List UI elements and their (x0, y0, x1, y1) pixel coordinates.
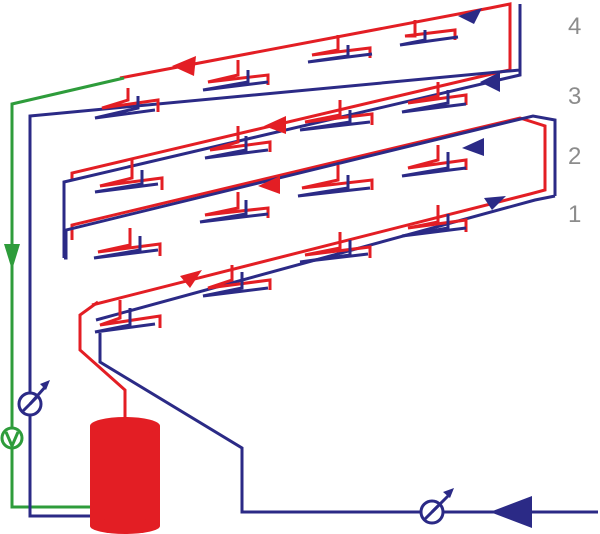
flow-arrow-icon (264, 116, 286, 134)
fixture-branches (93, 20, 468, 334)
supply-floor-1 (70, 116, 547, 307)
floor-label-3: 3 (568, 83, 581, 110)
flow-arrow-icon (4, 244, 20, 270)
return-floor-1-riser (64, 114, 557, 260)
valves (0, 380, 454, 525)
flow-arrow-icon (490, 496, 532, 528)
floor-label-2: 2 (568, 143, 581, 170)
circulation-pump-icon (0, 426, 24, 450)
flow-arrow-icon (462, 138, 484, 156)
circulation-line (10, 76, 125, 509)
flow-arrow-icon (258, 176, 280, 194)
circulation-pipe (10, 76, 125, 509)
inlet-valve-icon (419, 488, 454, 525)
supply-riser-from-boiler (78, 300, 127, 418)
fixtures-floor-4 (94, 20, 459, 120)
flow-arrow-icon (484, 196, 506, 210)
flow-arrow-icon (458, 8, 482, 24)
flow-arrow-icon (480, 72, 500, 92)
balancing-valve-icon (17, 380, 50, 417)
return-floor-3-4 (28, 4, 522, 518)
boiler-tank (90, 417, 160, 534)
return-floor-2 (62, 4, 522, 258)
flow-arrow-icon (180, 270, 202, 288)
floor-label-1: 1 (568, 201, 581, 228)
fixtures-floor-1 (94, 205, 468, 334)
floor-labels: 4 3 2 1 (568, 13, 581, 228)
cold-inlet-pipe (98, 333, 598, 514)
fixtures-floor-3 (94, 82, 468, 194)
fixtures-floor-2 (93, 145, 468, 260)
floor-label-4: 4 (568, 13, 581, 40)
flow-arrow-icon (172, 56, 196, 76)
flow-arrows (4, 8, 532, 528)
